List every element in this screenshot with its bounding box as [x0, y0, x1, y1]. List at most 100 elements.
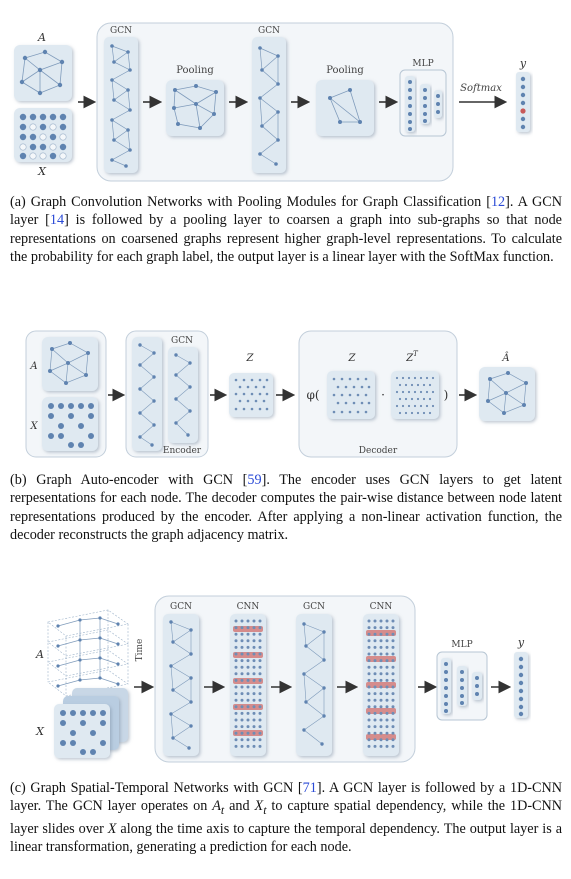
grid-dot [373, 698, 377, 702]
grid-dot [385, 718, 389, 722]
cnn1-grid [234, 619, 262, 748]
model-frame [154, 595, 416, 763]
grid-dot [367, 725, 371, 729]
grid-dot [246, 678, 250, 682]
grid-dot [240, 639, 244, 643]
grid-dot [379, 731, 383, 735]
gcn-layer-1 [132, 337, 162, 451]
grid-dot [379, 672, 383, 676]
grid-dot [246, 652, 250, 656]
temporal-adjacency-graph [57, 617, 119, 687]
grid-dot [391, 659, 395, 663]
grid-dot [246, 744, 250, 748]
grid-dot [391, 705, 395, 709]
grid-dot [385, 639, 389, 643]
cnn1-label: CNN [237, 602, 260, 612]
grid-dot [379, 645, 383, 649]
grid-dot [385, 672, 389, 676]
grid-dot [379, 652, 383, 656]
grid-dot [379, 738, 383, 742]
grid-dot [385, 645, 389, 649]
pooling2-label: Pooling [326, 65, 364, 76]
grid-dot [391, 698, 395, 702]
output-y-label: y [517, 636, 525, 649]
grid-dot [367, 738, 371, 742]
cnn2-highlights [366, 630, 396, 740]
caption-text: along the time axis to capture the tempo… [10, 820, 562, 856]
caption-text: ]. A GCN layer [ [10, 194, 563, 229]
mlp-layers [441, 658, 482, 714]
grid-dot [379, 718, 383, 722]
grid-dot [234, 731, 238, 735]
gcn1-graph [111, 45, 131, 167]
decoder-frame [298, 330, 458, 458]
grid-dot [252, 725, 256, 729]
grid-dot [252, 744, 256, 748]
gcn1-graph [170, 621, 192, 749]
a-input-label: A [37, 31, 46, 44]
grid-dot [246, 626, 250, 630]
close-paren: ) [444, 388, 449, 402]
caption-text: ]. A GCN layer is followed by a 1D-CNN l… [10, 780, 562, 815]
grid-dot [252, 678, 256, 682]
citation-link[interactable]: 59 [247, 472, 262, 488]
grid-dot [234, 665, 238, 669]
x-input-label: X [35, 725, 45, 738]
grid-dot [246, 632, 250, 636]
pooling2-graph [329, 89, 361, 124]
output-y-label: y [519, 57, 527, 70]
math-x-t: Xt [255, 798, 267, 818]
grid-dot [252, 692, 256, 696]
grid-dot [258, 659, 262, 663]
grid-dot [373, 659, 377, 663]
grid-dot [367, 705, 371, 709]
feature-stack-front [54, 704, 110, 758]
grid-dot [373, 645, 377, 649]
decoder-label: Decoder [359, 446, 398, 456]
grid-dot [379, 632, 383, 636]
grid-dot [367, 652, 371, 656]
mlp-label: MLP [451, 640, 472, 650]
grid-dot [240, 692, 244, 696]
grid-dot [391, 619, 395, 623]
pooling1-label: Pooling [176, 65, 214, 76]
grid-dot [391, 632, 395, 636]
caption-text: and [224, 798, 255, 815]
grid-dot [252, 632, 256, 636]
grid-dot [391, 692, 395, 696]
grid-dot [385, 711, 389, 715]
gcn2-nodes [302, 622, 326, 746]
caption-text: ]. The encoder uses GCN layers to get la… [10, 472, 562, 544]
grid-dot [367, 626, 371, 630]
math-subscript: t [263, 803, 267, 818]
grid-dot [379, 659, 383, 663]
grid-dot [373, 711, 377, 715]
grid-dot [258, 672, 262, 676]
citation-link[interactable]: 14 [49, 212, 65, 229]
grid-dot [234, 692, 238, 696]
pooling2-nodes [328, 88, 362, 124]
adjacency-panel [14, 45, 72, 101]
grid-dot [234, 711, 238, 715]
caption-a: (a) Graph Convolution Networks with Pool… [10, 193, 562, 267]
grid-dot [373, 639, 377, 643]
citation-link[interactable]: 12 [490, 194, 506, 210]
grid-dot [391, 652, 395, 656]
citation-link[interactable]: 71 [302, 780, 317, 796]
grid-dot [379, 692, 383, 696]
grid-dot [246, 619, 250, 623]
grid-dot [252, 705, 256, 709]
grid-dot [379, 678, 383, 682]
grid-dot [234, 659, 238, 663]
grid-dot [373, 672, 377, 676]
grid-dot [240, 731, 244, 735]
decoder-zt-dots [395, 376, 435, 415]
grid-dot [252, 718, 256, 722]
softmax-label: Softmax [460, 83, 502, 94]
output-nodes [520, 76, 526, 130]
encoder-nodes [138, 343, 192, 447]
grid-dot [234, 738, 238, 742]
grid-dot [240, 626, 244, 630]
grid-dot [367, 672, 371, 676]
reconstructed-nodes [486, 371, 528, 415]
